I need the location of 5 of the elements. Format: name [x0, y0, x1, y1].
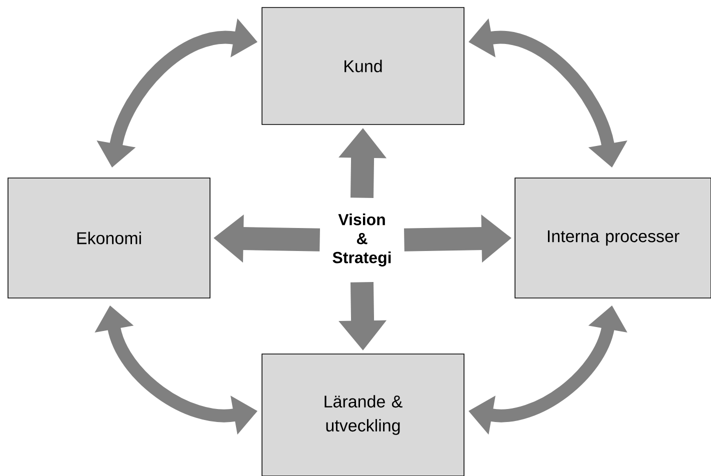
perspective-box: Lärande & utveckling	[262, 354, 464, 476]
perspective-box: Interna processer	[514, 178, 711, 298]
center-label: Vision & Strategi	[332, 214, 391, 266]
perspective-box: Ekonomi	[8, 178, 210, 298]
perspective-box: Kund	[262, 7, 464, 125]
